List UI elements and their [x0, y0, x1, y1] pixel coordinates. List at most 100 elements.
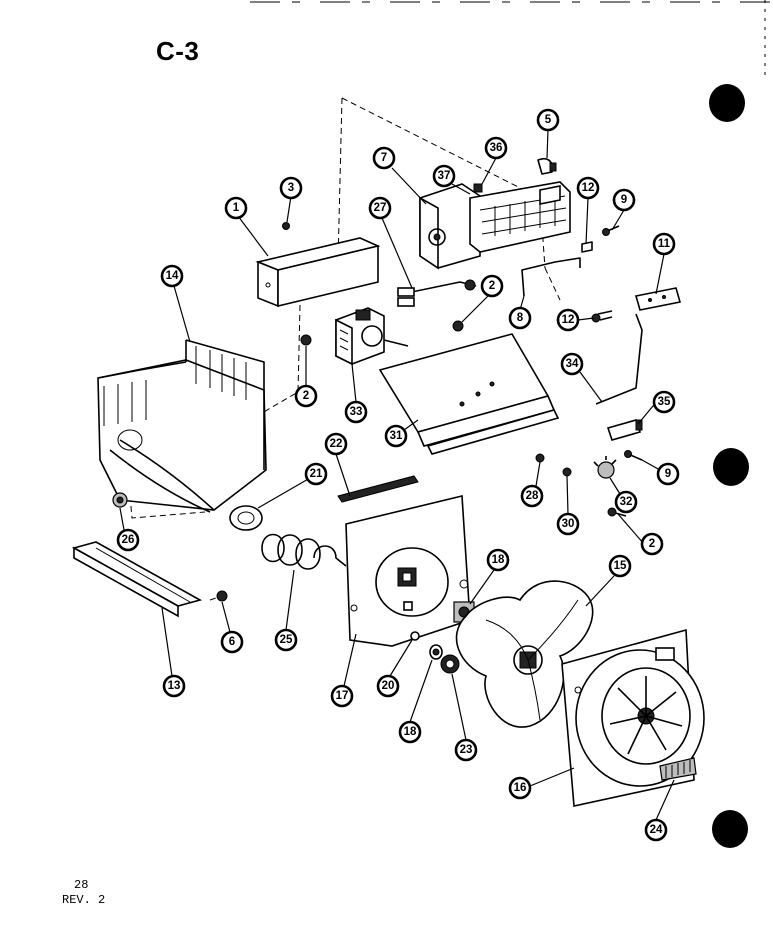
svg-text:18: 18 [404, 726, 417, 738]
callout-16: 16 [508, 776, 532, 800]
switch-part-35 [606, 419, 643, 441]
svg-text:16: 16 [514, 782, 527, 794]
screw-part-3 [282, 222, 290, 230]
callout-30: 30 [556, 512, 580, 536]
callout-22: 22 [324, 432, 348, 456]
callout-14: 14 [160, 264, 184, 288]
svg-text:2: 2 [649, 538, 655, 550]
revision-label: REV. 2 [62, 893, 106, 907]
screw-part-28 [535, 453, 545, 463]
svg-text:11: 11 [658, 238, 671, 250]
callout-25: 25 [274, 628, 298, 652]
sensor-part-32 [593, 456, 617, 479]
svg-text:12: 12 [582, 182, 595, 194]
svg-text:22: 22 [330, 438, 343, 450]
svg-text:1: 1 [233, 202, 240, 214]
punch-hole-bottom [712, 810, 748, 848]
svg-text:31: 31 [390, 430, 403, 442]
svg-text:5: 5 [545, 114, 552, 126]
callout-7: 7 [372, 146, 396, 170]
svg-text:13: 13 [168, 680, 181, 692]
callout-24: 24 [644, 818, 668, 842]
svg-text:27: 27 [374, 202, 387, 214]
svg-text:24: 24 [650, 824, 663, 836]
spring-part-25 [261, 533, 347, 570]
screw-part-6 [216, 590, 228, 602]
page-title: C-3 [156, 36, 200, 66]
callout-28: 28 [520, 484, 544, 508]
svg-text:23: 23 [460, 744, 473, 756]
motor-part-33 [335, 307, 409, 366]
callout-2c: 2 [640, 532, 664, 556]
grille-part-24 [659, 757, 697, 781]
callout-37: 37 [432, 164, 456, 188]
screws-part-9 [602, 225, 643, 461]
clip-part-5 [537, 157, 557, 175]
callout-1: 1 [224, 196, 248, 220]
callout-15: 15 [608, 554, 632, 578]
svg-text:18: 18 [492, 554, 505, 566]
wire-harness-part-27 [397, 279, 477, 307]
punch-hole-middle [713, 448, 749, 486]
svg-text:25: 25 [280, 634, 293, 646]
callout-33: 33 [344, 400, 368, 424]
callout-12b: 12 [556, 308, 580, 332]
svg-text:3: 3 [288, 182, 294, 194]
svg-text:34: 34 [566, 358, 579, 370]
callout-18b: 18 [398, 720, 422, 744]
washer-part-20 [410, 631, 420, 641]
screws-part-12 [581, 241, 613, 323]
svg-text:6: 6 [229, 636, 235, 648]
svg-text:9: 9 [621, 194, 627, 206]
callout-3: 3 [279, 176, 303, 200]
knob-part-26 [112, 492, 128, 508]
svg-text:8: 8 [517, 312, 524, 324]
svg-text:20: 20 [382, 680, 395, 692]
svg-text:21: 21 [310, 468, 323, 480]
callout-20: 20 [376, 674, 400, 698]
svg-text:37: 37 [438, 170, 451, 182]
screws-part-2 [300, 320, 627, 517]
plate-part-17 [345, 494, 471, 647]
callout-31: 31 [384, 424, 408, 448]
punch-hole-top [709, 84, 745, 122]
callout-17: 17 [330, 684, 354, 708]
callout-18a: 18 [486, 548, 510, 572]
svg-text:32: 32 [620, 496, 633, 508]
svg-text:2: 2 [303, 390, 309, 402]
mounting-plate-part-31 [378, 333, 560, 455]
callout-27: 27 [368, 196, 392, 220]
svg-text:35: 35 [658, 396, 671, 408]
page-number: 28 [74, 878, 89, 892]
callout-9b: 9 [656, 462, 680, 486]
bracket-part-1 [255, 237, 381, 308]
callout-13: 13 [162, 674, 186, 698]
callout-21: 21 [304, 462, 328, 486]
callout-23: 23 [454, 738, 478, 762]
callout-32: 32 [614, 490, 638, 514]
svg-text:12: 12 [562, 314, 575, 326]
fan-blade-part-15 [455, 580, 594, 728]
gear-part-23 [440, 654, 460, 674]
svg-text:36: 36 [490, 142, 503, 154]
svg-text:15: 15 [614, 560, 627, 572]
fan-housing-part-16 [561, 628, 705, 807]
callout-36: 36 [484, 136, 508, 160]
callout-34: 34 [560, 352, 584, 376]
svg-text:17: 17 [336, 690, 349, 702]
svg-text:2: 2 [489, 280, 495, 292]
callout-2a: 2 [294, 384, 318, 408]
disc-part-21 [229, 505, 263, 531]
callout-6: 6 [220, 630, 244, 654]
callout-35: 35 [652, 390, 676, 414]
bracket-part-11 [634, 287, 682, 311]
svg-text:9: 9 [665, 468, 671, 480]
ice-bucket-part-14 [97, 339, 267, 513]
ice-maker-assembly-part-7 [419, 181, 571, 270]
svg-text:14: 14 [166, 270, 179, 282]
callout-26: 26 [116, 528, 140, 552]
svg-text:33: 33 [350, 406, 363, 418]
callout-9a: 9 [612, 188, 636, 212]
